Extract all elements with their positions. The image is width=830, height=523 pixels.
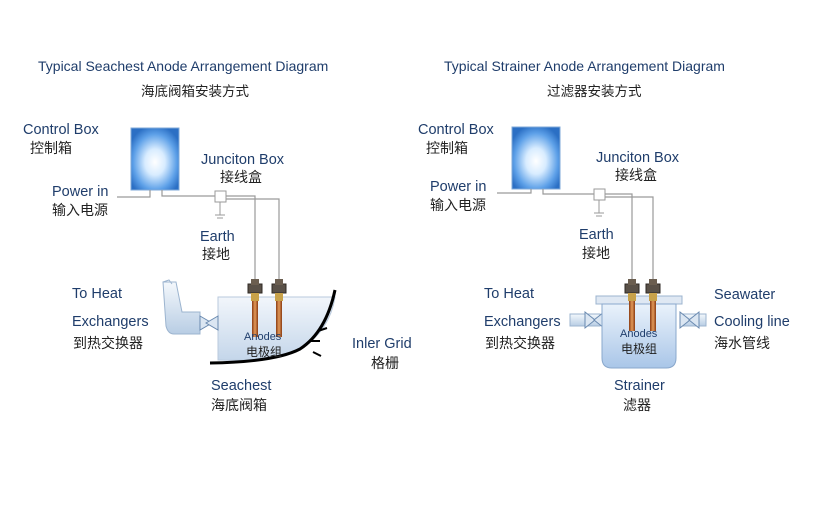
right-strainer-label: Strainer bbox=[614, 378, 665, 394]
right-junction-box-cn: 接线盒 bbox=[615, 167, 657, 183]
anode-left-1 bbox=[247, 279, 263, 337]
right-title-cn: 过滤器安装方式 bbox=[547, 84, 642, 99]
anode-left-2 bbox=[271, 279, 287, 337]
valve-left bbox=[199, 315, 219, 331]
anode-right-1 bbox=[624, 279, 640, 331]
left-junction-box-label: Junciton Box bbox=[201, 152, 285, 168]
right-heat-exchangers-cn: 到热交换器 bbox=[485, 335, 555, 351]
right-strainer-cn: 滤器 bbox=[623, 397, 651, 413]
right-power-in-cn: 输入电源 bbox=[430, 197, 486, 213]
right-earth-label: Earth bbox=[579, 227, 614, 243]
right-title-en: Typical Strainer Anode Arrangement Diagr… bbox=[444, 58, 725, 74]
valve-right-inlet bbox=[679, 310, 700, 330]
anode-cable-left-1 bbox=[226, 195, 256, 290]
left-seachest-label: Seachest bbox=[211, 378, 272, 394]
left-title-en: Typical Seachest Anode Arrangement Diagr… bbox=[38, 58, 329, 74]
right-diagram bbox=[497, 126, 707, 369]
left-earth-cn: 接地 bbox=[202, 246, 230, 262]
anode-cable-right-2 bbox=[605, 196, 654, 290]
hull-line bbox=[209, 289, 337, 365]
right-seawater-label: Seawater bbox=[714, 287, 776, 303]
junction-box-left bbox=[214, 190, 227, 203]
power-wire-right bbox=[497, 189, 532, 194]
right-power-in-label: Power in bbox=[430, 179, 487, 195]
right-control-box-cn: 控制箱 bbox=[426, 140, 468, 156]
right-earth-cn: 接地 bbox=[582, 245, 610, 261]
left-heat-exchangers-cn: 到热交换器 bbox=[73, 335, 143, 351]
right-exchangers-label: Exchangers bbox=[484, 314, 561, 330]
right-to-heat-label: To Heat bbox=[484, 286, 534, 302]
right-cooling-line-cn: 海水管线 bbox=[714, 335, 770, 351]
right-junction-box-label: Junciton Box bbox=[596, 150, 680, 166]
left-inlet-grid-cn: 格栅 bbox=[371, 355, 399, 371]
control-box-right bbox=[511, 126, 561, 190]
strainer-body bbox=[601, 303, 677, 369]
left-junction-box-cn: 接线盒 bbox=[220, 169, 262, 185]
left-title-cn: 海底阀箱安装方式 bbox=[141, 84, 249, 99]
right-control-box-label: Control Box bbox=[418, 122, 494, 138]
left-diagram bbox=[117, 127, 337, 365]
control-wire-right bbox=[542, 189, 594, 195]
power-wire-left bbox=[117, 190, 151, 198]
left-to-heat-label: To Heat bbox=[72, 286, 122, 302]
control-wire-left bbox=[161, 190, 215, 197]
left-exchangers-label: Exchangers bbox=[72, 314, 149, 330]
left-inlet-grid-label: Inler Grid bbox=[352, 336, 412, 352]
left-seachest-cn: 海底阀箱 bbox=[211, 397, 267, 413]
right-cooling-line-label: Cooling line bbox=[714, 314, 790, 330]
control-box-left bbox=[130, 127, 180, 191]
left-control-box-cn: 控制箱 bbox=[30, 140, 72, 156]
anode-cable-left-2 bbox=[226, 198, 280, 290]
inlet-grid bbox=[311, 327, 328, 357]
strainer-lid bbox=[595, 295, 683, 305]
outlet-pipe-left bbox=[162, 281, 201, 335]
junction-box-right bbox=[593, 188, 606, 201]
left-anodes-label: Anodes bbox=[244, 331, 282, 343]
anode-right-2 bbox=[645, 279, 661, 331]
left-power-in-label: Power in bbox=[52, 184, 109, 200]
left-control-box-label: Control Box bbox=[23, 122, 99, 138]
left-earth-label: Earth bbox=[200, 229, 235, 245]
left-power-in-cn: 输入电源 bbox=[52, 202, 108, 218]
right-anodes-cn: 电极组 bbox=[621, 342, 658, 356]
right-anodes-label: Anodes bbox=[620, 328, 658, 340]
left-anodes-cn: 电极组 bbox=[246, 345, 283, 359]
anode-cable-right-1 bbox=[605, 193, 633, 290]
